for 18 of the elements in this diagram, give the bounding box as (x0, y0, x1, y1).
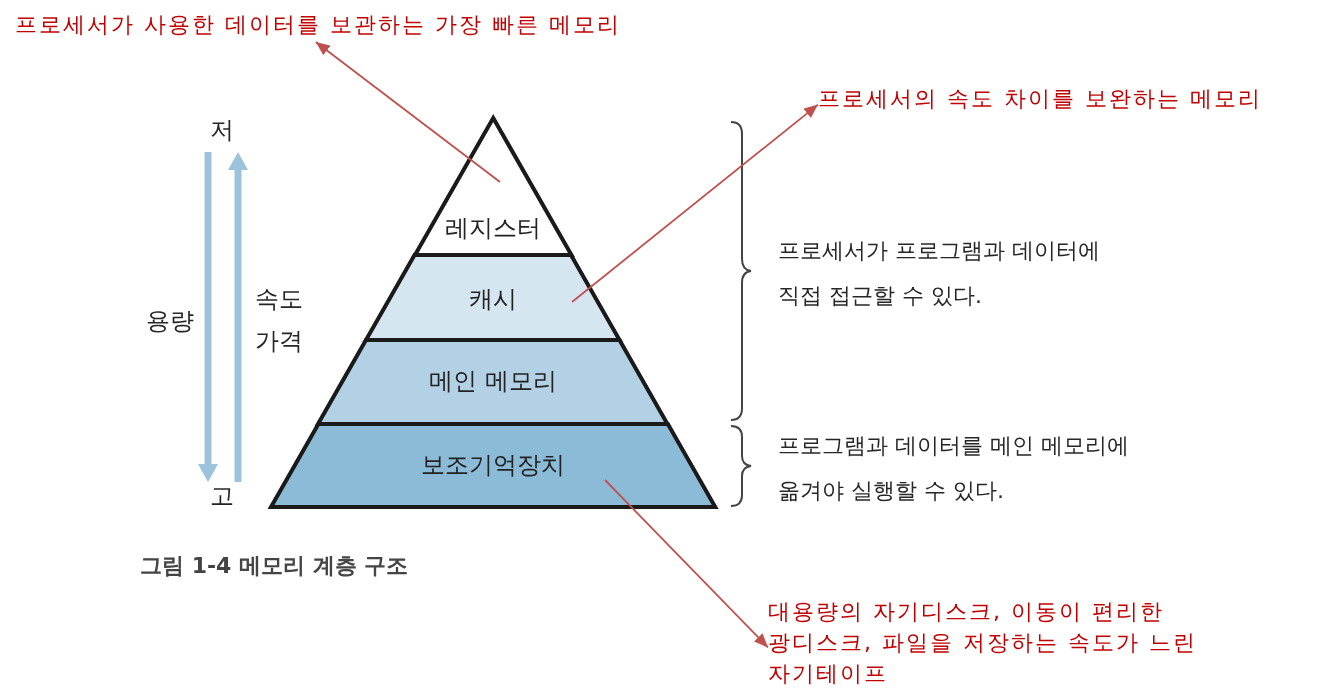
axis-label: 속도 가격 (254, 284, 304, 357)
axis-label: 용량 (146, 306, 194, 337)
description-text: 프로세서가 프로그램과 데이터에 직접 접근할 수 있다. (778, 237, 1101, 310)
figure-caption: 그림 1-4 메모리 계층 구조 (140, 552, 409, 580)
callout-arrow (571, 103, 819, 303)
callout-arrow (604, 479, 769, 649)
annotation-text: 대용량의 자기디스크, 이동이 편리한 광디스크, 파일을 저장하는 속도가 느린 자기테이프 (768, 596, 1238, 689)
tier-label: 메인 메모리 (429, 366, 557, 397)
tier-label: 보조기억장치 (421, 450, 565, 481)
annotation-text: 프로세서의 속도 차이를 보완하는 메모리 (818, 82, 1262, 116)
callout-arrow (314, 41, 501, 183)
tier-label: 캐시 (469, 284, 517, 315)
scale-label: 저 (210, 115, 234, 146)
annotation-text: 프로세서가 사용한 데이터를 보관하는 가장 빠른 메모리 (15, 8, 621, 42)
description-text: 프로그램과 데이터를 메인 메모리에 옮겨야 실행할 수 있다. (778, 432, 1130, 505)
scale-label: 고 (210, 481, 234, 512)
tier-label: 레지스터 (445, 213, 541, 244)
pyramid-tier (265, 419, 721, 512)
